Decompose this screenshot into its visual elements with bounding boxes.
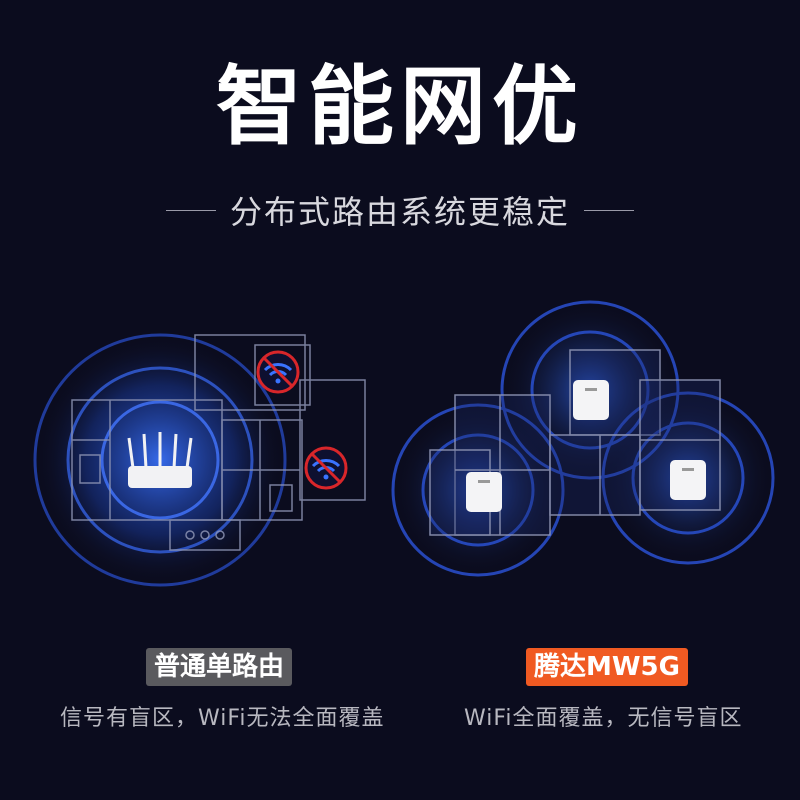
no-wifi-icon (304, 446, 348, 490)
mesh-router-label: 腾达MW5G (526, 648, 688, 686)
page-title: 智能网优 (216, 57, 584, 157)
subtitle-row: 分布式路由系统更稳定 (0, 190, 800, 231)
page-subtitle: 分布式路由系统更稳定 (229, 193, 570, 231)
subtitle-right-line (584, 209, 634, 211)
left-signal-ring-outer (33, 333, 287, 587)
mesh-signal-rings (391, 300, 775, 577)
left-signal-ring-inner (100, 400, 220, 520)
router-icon (127, 432, 193, 488)
mesh-router-scene (391, 300, 775, 577)
single-router-label: 普通单路由 (146, 648, 293, 686)
left-signal-ring-mid (66, 366, 254, 554)
single-router-description: 信号有盲区，WiFi无法全面覆盖 (60, 706, 385, 731)
mesh-node-icon (466, 472, 502, 512)
left-floorplan (71, 334, 366, 551)
coverage-illustration (33, 300, 775, 587)
subtitle-left-line (165, 209, 216, 211)
mesh-router-description: WiFi全面覆盖，无信号盲区 (464, 706, 743, 731)
mesh-node-icon (670, 460, 706, 500)
single-router-scene (33, 333, 366, 587)
mesh-node-icon (573, 380, 609, 420)
no-wifi-icon (256, 350, 300, 394)
